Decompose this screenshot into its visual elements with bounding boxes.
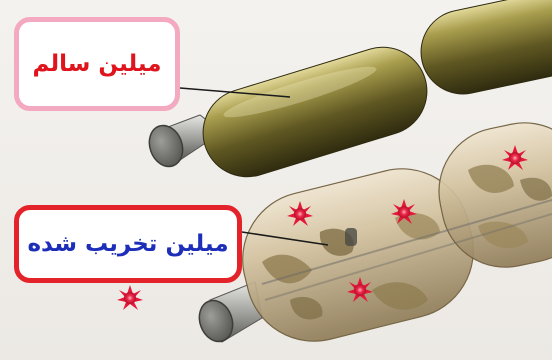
healthy-myelin-label: میلین سالم xyxy=(14,17,180,111)
damage-particle xyxy=(117,285,143,310)
damaged-myelin-label: میلین تخریب شده xyxy=(14,205,242,283)
damaged-myelin-text: میلین تخریب شده xyxy=(27,231,228,257)
healthy-myelin-text: میلین سالم xyxy=(32,51,161,77)
